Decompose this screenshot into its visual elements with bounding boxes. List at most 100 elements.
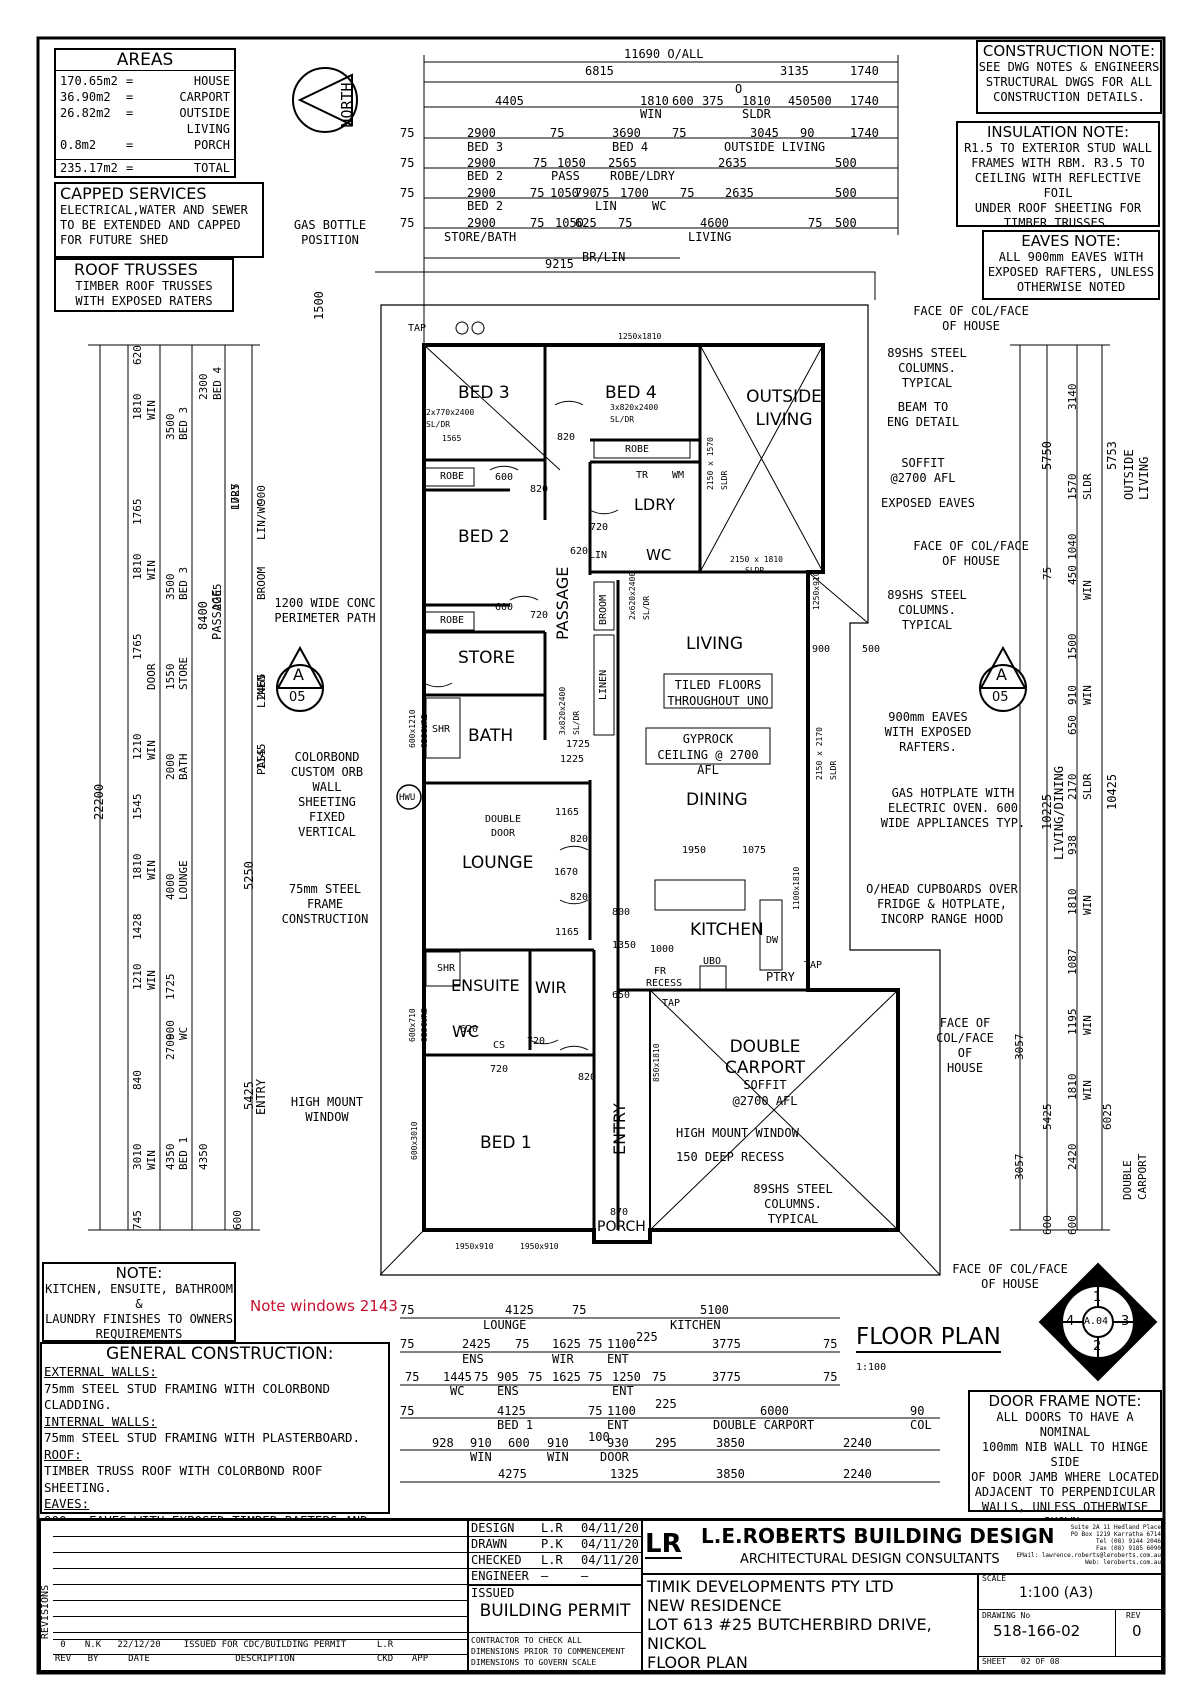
room-broom: BROOM: [598, 594, 609, 625]
callout-steel-columns-3c: TYPICAL: [767, 1212, 819, 1226]
callout-face-col-1b: OF HOUSE: [942, 319, 1000, 333]
dim-right-label: 1810: [1066, 1073, 1079, 1101]
fr-recess-1: FR: [654, 966, 667, 977]
note-line: OF DOOR JAMB WHERE LOCATED: [971, 1470, 1159, 1484]
dim-bottom-r5: 910: [547, 1436, 569, 1450]
door-frame-note-title: DOOR FRAME NOTE:: [988, 1392, 1142, 1410]
room-ldry: LDRY: [634, 495, 676, 514]
dim-bottom-r2b: WIR: [552, 1352, 574, 1366]
dim-right-label: 1500: [1066, 633, 1079, 661]
callout-ohead-1: O/HEAD CUPBOARDS OVER: [866, 882, 1018, 896]
dim-right-label: 600: [1041, 1215, 1054, 1235]
dim-top-r2: 3135: [780, 64, 809, 78]
dim-right-label: WIN: [1081, 1080, 1094, 1100]
areas-row-value: 170.65m2: [60, 74, 118, 88]
room-double-door-2: DOOR: [490, 828, 516, 839]
gc-heading: EXTERNAL WALLS:: [44, 1364, 157, 1379]
rev-row-desc: ISSUED FOR CDC/BUILDING PERMIT: [183, 1640, 347, 1650]
construction-note-line-3: CONSTRUCTION DETAILS.: [993, 90, 1145, 104]
dim-top-r5b: ROBE/LDRY: [610, 169, 676, 183]
interior-dim: 600: [495, 602, 514, 613]
dim-bottom-r1b: LOUNGE: [483, 1318, 527, 1332]
dim-bottom-r3: 75: [474, 1370, 489, 1384]
dim-right-label: WIN: [1081, 580, 1094, 600]
dim-top-r4: 75: [672, 126, 687, 140]
dim-right-label: 3057: [1013, 1033, 1026, 1061]
dim-top-r6: 75: [530, 186, 545, 200]
roof-trusses-box: ROOF TRUSSES TIMBER ROOF TRUSSES WITH EX…: [54, 258, 234, 312]
roof-trusses-line-1: TIMBER ROOF TRUSSES: [75, 279, 213, 293]
callout-high-mount: HIGH MOUNT WINDOW: [282, 1095, 372, 1125]
design-row-date: 04/11/20: [581, 1537, 639, 1551]
eaves-note-line-2: EXPOSED RAFTERS, UNLESS: [987, 265, 1155, 279]
dim-top-r4: 3045: [750, 126, 779, 140]
project-line: LOT 613 #25 BUTCHERBIRD DRIVE, NICKOL: [647, 1615, 932, 1653]
elevation-n4: 4: [1066, 1314, 1075, 1329]
note-line: R1.5 TO EXTERIOR STUD WALL: [964, 141, 1152, 155]
gyprock-2: CEILING @ 2700 AFL: [657, 748, 759, 777]
dim-top-r4: 3690: [612, 126, 641, 140]
window-tag: 600x710: [408, 1008, 417, 1042]
design-row-date: –: [581, 1569, 589, 1583]
interior-dim: 870: [610, 1207, 629, 1218]
drawing-no: 518-166-02: [993, 1622, 1081, 1640]
dim-left-label: LOUNGE: [177, 860, 190, 900]
dim-top-r6: 1050: [550, 186, 579, 200]
dim-bottom-r1: 4125: [505, 1303, 534, 1317]
dim-top-r3b: WIN: [640, 107, 662, 121]
dim-bottom-r3b: WC: [450, 1384, 465, 1398]
elevation-n3: 3: [1121, 1314, 1130, 1329]
scale-value: 1:100 (A3): [979, 1585, 1165, 1610]
dim-bottom-r5: 910: [470, 1436, 492, 1450]
sheet-value: 02 OF 08: [1020, 1657, 1060, 1666]
callout-perimeter-path: 1200 WIDE CONC PERIMETER PATH: [268, 596, 382, 626]
callout-steel-frame-3: CONSTRUCTION: [281, 912, 369, 926]
areas-row: 36.90m2=CARPORT: [60, 89, 230, 105]
interior-dim: 1350: [612, 940, 637, 951]
dim-bottom-r3: 3775: [712, 1370, 741, 1384]
general-construction-box: GENERAL CONSTRUCTION: EXTERNAL WALLS:75m…: [40, 1342, 390, 1544]
rev-row-app: [405, 1640, 435, 1654]
contractor-note-3: DIMENSIONS TO GOVERN SCALE: [471, 1658, 597, 1667]
floor-plan-title: FLOOR PLAN: [856, 1324, 1001, 1353]
rev-value: 0: [1132, 1622, 1142, 1640]
north-label: NORTH: [338, 82, 356, 127]
callout-face-col-1: FACE OF COL/FACE OF HOUSE: [906, 304, 1036, 334]
window-tag: OBSCURE: [420, 1008, 429, 1042]
dim-bottom-r6: 2240: [843, 1467, 872, 1481]
dim-top-r4b: BED 4: [612, 140, 649, 154]
window-tag: 600x1210: [408, 709, 417, 748]
dimension-lines: [88, 55, 1110, 1483]
gc-heading: EAVES:: [44, 1496, 90, 1511]
areas-total-value: 235.17m2: [60, 161, 118, 175]
rev-header: BY: [87, 1654, 99, 1664]
areas-row-value: 26.82m2: [60, 106, 111, 120]
dim-top-r3b: SLDR: [742, 107, 771, 121]
wm-label: WM: [672, 470, 685, 481]
dim-bottom-r4b: ENT: [607, 1418, 629, 1432]
dim-bottom-r5b: WIN: [470, 1450, 492, 1464]
dim-bottom-r6: 4275: [498, 1467, 527, 1481]
dim-top-r7: 1050: [555, 216, 584, 230]
dim-top-r4b: BED 3: [467, 140, 504, 154]
dim-top-r7: 75: [808, 216, 823, 230]
interior-dim: 820: [530, 484, 549, 495]
dim-top-r6b: WC: [652, 199, 667, 213]
dim-bottom-r5: 295: [655, 1436, 677, 1450]
room-bed3: BED 3: [458, 383, 510, 403]
dim-right-10425: 10425: [1105, 773, 1119, 810]
company-address-line: Web: leroberts.com.au: [1085, 1559, 1161, 1566]
rev-header: CKD: [376, 1654, 394, 1664]
dim-bottom-r4b: COL: [910, 1418, 932, 1432]
callout-steel-columns-2b: COLUMNS.: [898, 603, 956, 617]
dim-top-r3: 1810: [742, 94, 771, 108]
dim-right-label: 1810: [1066, 888, 1079, 916]
dim-bottom-r2: 75: [823, 1337, 838, 1351]
dim-bottom-r2: 2425: [462, 1337, 491, 1351]
room-porch: PORCH: [597, 1219, 646, 1235]
rev-header: DATE: [128, 1654, 150, 1664]
north-arrow: [292, 67, 358, 133]
callout-face-col-2a: FACE OF COL/FACE: [913, 539, 1029, 553]
tap-label-top: TAP: [408, 323, 427, 334]
callout-face-col-3: FACE OF COL/FACE OF HOUSE: [930, 1016, 1000, 1076]
